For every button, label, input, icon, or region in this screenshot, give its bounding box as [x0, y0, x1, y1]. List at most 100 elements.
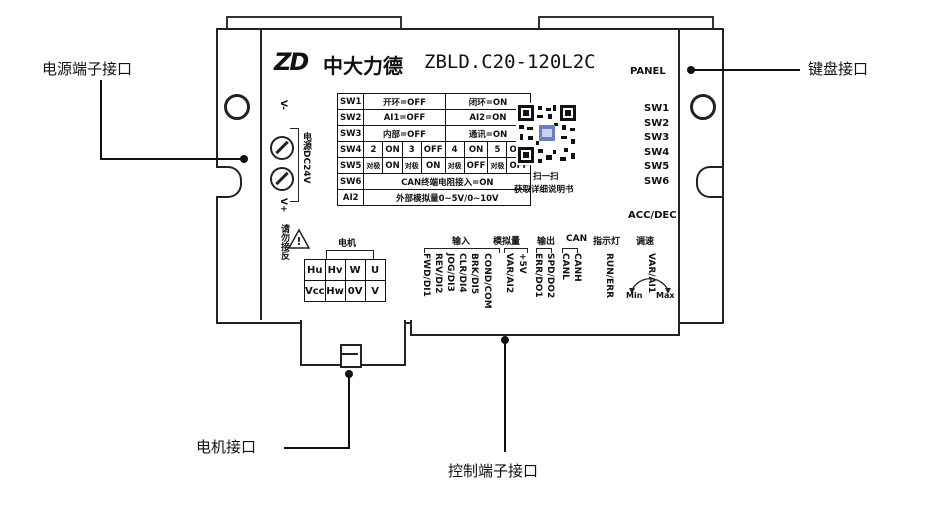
power-bracket [290, 128, 299, 202]
leader-dot [501, 336, 509, 344]
leader-dot [345, 370, 353, 378]
brand-logo: ZD [274, 48, 309, 76]
table-cell: 4 [444, 141, 465, 158]
brand-name: 中大力德 [323, 54, 403, 78]
right-mount-ear [678, 28, 722, 320]
control-pin: CLR/DI4 [457, 253, 467, 293]
table-row: SW6 CAN终端电阻接入=ON [336, 173, 532, 190]
left-mount-ear [216, 28, 262, 320]
power-terminal-screw-2 [270, 167, 294, 191]
table-cell: SW6 [336, 173, 365, 190]
v-plus-label: V+ [278, 198, 288, 213]
table-cell: 5 [487, 141, 508, 158]
table-cell: 3 [401, 141, 422, 158]
output-bracket [536, 248, 552, 253]
motor-connector-latch-line [340, 353, 358, 355]
control-pin: COND/COM [482, 253, 492, 309]
ear-notch-right [696, 166, 722, 198]
leader-dot [687, 66, 695, 74]
motor-pin: Vcc [304, 280, 326, 302]
table-row: SW3 内部=OFF 通讯=ON [336, 125, 532, 142]
switch-settings-table: SW1 开环=OFF 闭环=ON SW2 AI1=OFF AI2=ON SW3 … [336, 93, 532, 206]
control-pin: REV/DI2 [433, 253, 443, 294]
can-bracket [562, 248, 578, 253]
table-cell: SW4 [336, 141, 365, 158]
table-cell: AI2 [336, 189, 365, 206]
warning-icon: ! [288, 228, 310, 249]
model-number: ZBLD.C20-120L2C [424, 51, 596, 73]
power-terminal-screw-1 [270, 136, 294, 160]
leader-line [504, 340, 506, 452]
motor-pin: Hw [324, 280, 346, 302]
table-cell: 外部模拟量0~5V/0~10V [363, 189, 532, 206]
table-cell: SW2 [336, 109, 365, 126]
table-cell: 开环=OFF [363, 93, 446, 110]
callout-keypad-interface: 键盘接口 [808, 60, 869, 78]
table-cell: ON [420, 157, 446, 174]
control-pin: BRK/DI5 [469, 253, 479, 295]
sw-label: SW1 [644, 103, 670, 114]
callout-motor-interface: 电机接口 [196, 438, 257, 456]
table-cell: CAN终端电阻接入=ON [363, 173, 532, 190]
motor-pin: Hv [324, 259, 346, 281]
control-pin: +5V [517, 253, 527, 274]
indicator-pin: RUN/ERR [604, 253, 614, 299]
mount-hole-right [690, 94, 716, 120]
control-pin: CANL [560, 253, 570, 280]
control-pin: SPD/DO2 [545, 253, 555, 299]
control-header-speed: 调速 [636, 237, 655, 247]
motor-bracket [326, 250, 374, 259]
table-cell: 对极 [487, 157, 508, 174]
control-header-analog: 模拟量 [493, 237, 521, 247]
callout-control-terminal: 控制端子接口 [448, 462, 539, 480]
sw-label: SW4 [644, 146, 670, 158]
control-header-output: 输出 [537, 237, 556, 247]
table-row: AI2 外部模拟量0~5V/0~10V [336, 189, 532, 206]
table-cell: 对极 [444, 157, 465, 174]
control-pin: JOG/DI3 [445, 253, 455, 292]
leader-line [348, 374, 350, 449]
table-cell: 对极 [401, 157, 422, 174]
speed-knob-arc-icon [629, 278, 671, 294]
table-cell: SW1 [336, 93, 365, 110]
control-header-indicator: 指示灯 [593, 237, 621, 247]
table-cell: 对极 [363, 157, 384, 174]
callout-power-terminal: 电源端子接口 [42, 60, 133, 78]
control-pin: CANH [572, 253, 582, 282]
leader-line [100, 158, 244, 160]
speed-min-label: Min [626, 291, 643, 300]
v-minus-label: V- [278, 100, 288, 111]
panel-label: PANEL [630, 66, 666, 77]
speed-pin: VAR/AI1 [646, 253, 656, 294]
table-cell: AI1=OFF [363, 109, 446, 126]
table-cell: SW3 [336, 125, 365, 142]
speed-max-label: Max [656, 291, 675, 300]
control-pin: VAR/AI2 [504, 253, 514, 294]
table-cell: ON [382, 141, 403, 158]
table-row: SW1 开环=OFF 闭环=ON [336, 93, 532, 110]
table-row: SW5 对极 ON 对极 ON 对极 OFF 对极 OFF [336, 157, 532, 174]
leader-line [284, 447, 350, 449]
control-connector [410, 320, 680, 336]
mount-hole-left [224, 94, 250, 120]
table-cell: OFF [420, 141, 446, 158]
table-row: Hu Hv W U [304, 259, 386, 281]
input-bracket [424, 248, 500, 253]
sw-label: SW6 [644, 175, 670, 187]
motor-pin: 0V [344, 280, 366, 302]
leader-dot [240, 155, 248, 163]
table-cell: 2 [363, 141, 384, 158]
leader-line [100, 80, 102, 160]
table-cell: 内部=OFF [363, 125, 446, 142]
motor-pin: Hu [304, 259, 326, 281]
motor-pin: U [364, 259, 386, 281]
leader-line [692, 69, 800, 71]
control-pin: ERR/DO1 [533, 253, 543, 298]
motor-connector-latch [340, 344, 362, 368]
table-cell: OFF [463, 157, 489, 174]
analog-bracket [504, 248, 528, 253]
motor-title: 电机 [338, 239, 357, 249]
qr-caption-2: 获取详细说明书 [514, 185, 574, 195]
table-cell: ON [463, 141, 489, 158]
qr-code [516, 103, 578, 165]
